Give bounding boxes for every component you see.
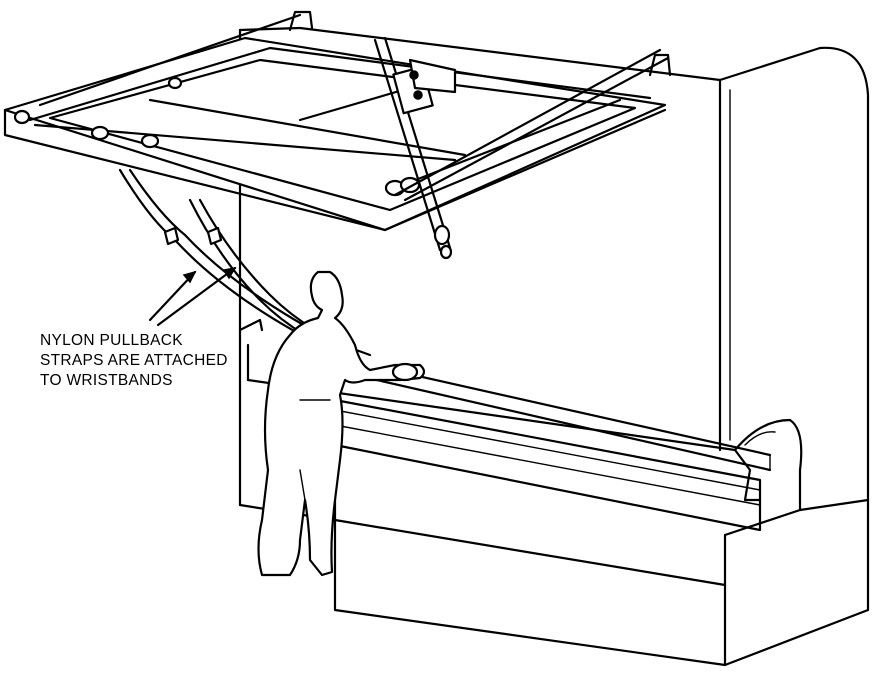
strap-callout-label: NYLON PULLBACK STRAPS ARE ATTACHED TO WR… (40, 331, 270, 391)
callout-leaders (148, 266, 237, 327)
leader-line-2 (156, 266, 237, 327)
arrowhead-1 (182, 270, 197, 284)
overhead-frame (3, 10, 672, 232)
operator-figure (257, 270, 426, 577)
callout-line-2: STRAPS ARE ATTACHED (40, 352, 228, 369)
tension-cylinder (373, 36, 457, 260)
callout-line-3: TO WRISTBANDS (40, 372, 173, 389)
callout-line-1: NYLON PULLBACK (40, 332, 183, 349)
arrowhead-2 (222, 266, 237, 280)
